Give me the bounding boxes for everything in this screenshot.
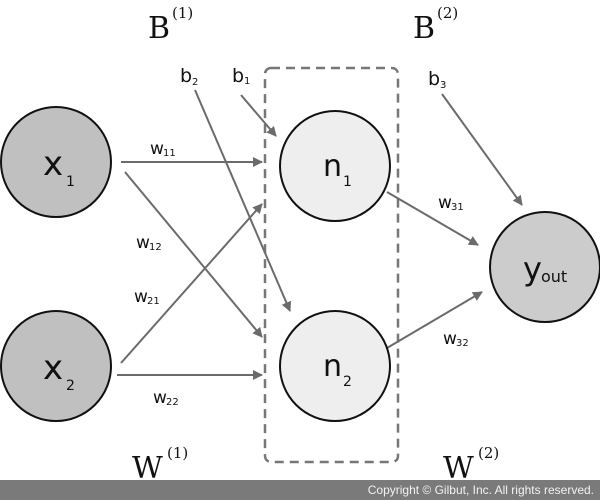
node-yout: y out — [489, 211, 600, 323]
weight-layer2-label: W (2) — [443, 444, 499, 480]
label-b2-base: b — [180, 65, 192, 87]
bias-layer1-sup: (1) — [172, 4, 193, 22]
edge-b2 — [194, 89, 292, 312]
label-w21-base: w — [134, 287, 148, 307]
weight-layer2-base: W — [443, 451, 474, 480]
hidden-layer-box — [263, 66, 400, 464]
copyright-text: Copyright © Gilbut, Inc. All rights rese… — [367, 483, 594, 497]
label-w22: w 22 — [153, 388, 179, 408]
label-b1-base: b — [232, 65, 244, 87]
node-x2-sub: 2 — [66, 378, 75, 394]
label-w31-base: w — [438, 193, 452, 213]
label-b2: b 2 — [180, 65, 198, 88]
node-n1: n 1 — [279, 110, 391, 222]
copyright-bar: Copyright © Gilbut, Inc. All rights rese… — [0, 480, 600, 500]
label-w32-base: w — [443, 329, 457, 349]
bias-layer1-label: B (1) — [148, 4, 193, 46]
label-w22-sub: 22 — [166, 397, 179, 408]
bias-layer2-sup: (2) — [437, 4, 458, 22]
label-b3-base: b — [428, 68, 440, 90]
label-w11-base: w — [150, 139, 164, 159]
label-w21: w 21 — [134, 287, 160, 307]
bias-layer2-label: B (2) — [413, 4, 458, 46]
node-x1-sub: 1 — [66, 174, 75, 190]
bias-layer1-base: B — [148, 11, 170, 46]
edge-w12 — [124, 171, 263, 338]
label-w12-sub: 12 — [149, 242, 162, 253]
node-yout-sub: out — [541, 267, 567, 286]
weight-layer2-sup: (2) — [478, 444, 499, 462]
label-w11-sub: 11 — [163, 148, 176, 159]
edge-b3 — [441, 93, 523, 206]
node-n2: n 2 — [279, 310, 391, 422]
node-n1-sub: 1 — [343, 174, 352, 190]
node-n2-sub: 2 — [343, 374, 352, 390]
node-x2-base: x — [43, 348, 63, 388]
label-b1-sub: 1 — [244, 76, 250, 87]
label-w32-sub: 32 — [456, 338, 469, 349]
edge-w32 — [386, 291, 483, 349]
label-b1: b 1 — [232, 65, 250, 87]
neural-network-diagram: B (1) B (2) W (1) W (2) x 1 x 2 n 1 n 2 — [0, 4, 600, 480]
label-w21-sub: 21 — [147, 296, 160, 307]
label-w31-sub: 31 — [451, 202, 464, 213]
label-w12-base: w — [136, 233, 150, 253]
label-w11: w 11 — [150, 139, 176, 159]
node-n1-base: n — [323, 149, 342, 184]
label-b3-sub: 3 — [440, 80, 446, 91]
node-n2-base: n — [323, 349, 342, 384]
node-yout-base: y — [523, 250, 542, 288]
weight-layer1-base: W — [132, 451, 163, 480]
label-w32: w 32 — [443, 329, 469, 349]
bias-layer2-base: B — [413, 11, 435, 46]
label-w22-base: w — [153, 388, 167, 408]
node-x1: x 1 — [0, 106, 112, 218]
label-b2-sub: 2 — [192, 77, 198, 88]
label-b3: b 3 — [428, 68, 446, 91]
edge-w31 — [386, 191, 479, 246]
weight-layer1-label: W (1) — [132, 444, 188, 480]
node-x1-base: x — [43, 144, 63, 184]
label-w31: w 31 — [438, 193, 464, 213]
edge-b1 — [240, 94, 277, 137]
node-x2: x 2 — [0, 310, 112, 422]
label-w12: w 12 — [136, 233, 162, 253]
edge-w21 — [120, 203, 263, 364]
weight-layer1-sup: (1) — [167, 444, 188, 462]
